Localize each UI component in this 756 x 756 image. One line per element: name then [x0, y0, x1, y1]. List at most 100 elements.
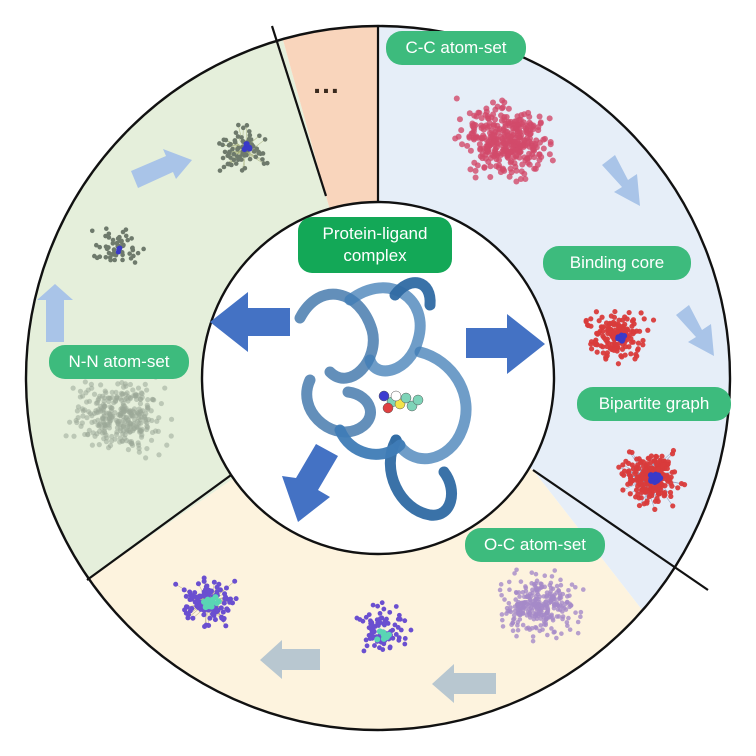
atom-dot — [629, 323, 635, 329]
atom-dot — [625, 460, 632, 467]
atom-dot — [247, 156, 253, 162]
atom-dot — [521, 601, 526, 606]
atom-dot — [508, 605, 513, 610]
atom-dot — [540, 136, 547, 143]
atom-dot — [477, 135, 484, 142]
atom-dot — [484, 113, 491, 120]
atom-dot — [95, 417, 101, 423]
atom-dot — [527, 130, 534, 137]
arrow-binding-to-bipartite — [676, 305, 714, 356]
atom-dot — [521, 137, 528, 144]
atom-dot — [120, 384, 127, 390]
atom-dot — [653, 453, 659, 460]
more-sets-ellipsis: … — [312, 68, 341, 99]
atom-dot — [515, 627, 521, 633]
atom-dot — [575, 630, 581, 636]
atom-dot — [135, 440, 141, 446]
atom-dot — [497, 587, 503, 593]
atom-dot — [402, 641, 408, 647]
atom-dot — [395, 616, 401, 622]
atom-dot — [75, 414, 81, 421]
atom-dot — [112, 257, 117, 263]
atom-dot — [89, 419, 95, 425]
atom-dot — [653, 460, 660, 467]
atom-dot — [77, 394, 83, 400]
atom-dot — [542, 584, 548, 590]
atom-dot — [635, 340, 642, 346]
atom-dot — [664, 465, 670, 472]
atom-dot — [517, 176, 524, 183]
atom-dot — [544, 616, 549, 621]
atom-dot — [511, 616, 517, 621]
atom-dot — [620, 462, 626, 468]
atom-dot — [611, 347, 617, 353]
atom-dot — [635, 347, 641, 353]
atom-dot — [505, 105, 512, 112]
atom-dot — [222, 149, 228, 155]
atom-dot — [675, 485, 681, 491]
atom-dot — [254, 146, 260, 152]
center-label-line1: Protein-ligand — [322, 224, 428, 243]
atom-dot — [392, 622, 398, 628]
atom-dot — [487, 133, 494, 140]
atom-dot — [86, 398, 93, 404]
atom-dot — [235, 134, 241, 139]
atom-dot — [97, 408, 104, 414]
atom-dot — [257, 133, 262, 139]
atom-dot — [533, 593, 539, 599]
atom-dot — [560, 616, 565, 622]
atom-dot — [125, 447, 132, 453]
atom-dot — [108, 257, 113, 263]
atom-dot — [103, 233, 108, 239]
binding-core-cluster — [583, 308, 657, 367]
atom-dot — [190, 615, 196, 621]
atom-dot — [527, 121, 534, 128]
atom-dot — [467, 147, 474, 154]
atom-dot — [168, 416, 175, 422]
atom-dot — [84, 415, 90, 421]
atom-dot — [507, 138, 514, 145]
atom-dot — [378, 616, 383, 621]
atom-dot — [645, 455, 651, 461]
atom-dot — [533, 625, 538, 630]
atom-dot — [499, 612, 505, 617]
atom-dot — [100, 415, 106, 422]
atom-dot — [113, 389, 119, 395]
atom-dot — [387, 645, 393, 651]
atom-dot — [547, 138, 554, 145]
atom-dot — [162, 385, 168, 391]
atom-dot — [610, 321, 616, 327]
atom-dot — [393, 604, 399, 609]
atom-dot — [636, 328, 643, 334]
atom-dot — [566, 615, 571, 621]
atom-dot — [396, 637, 402, 643]
atom-dot — [128, 256, 134, 261]
atom-dot — [201, 593, 207, 599]
atom-dot — [204, 596, 211, 603]
binding-core-label: Binding core — [543, 246, 691, 280]
atom-dot — [232, 578, 238, 584]
ligand-atom — [400, 392, 412, 404]
atom-dot — [471, 159, 478, 166]
atom-dot — [669, 451, 676, 457]
atom-dot — [636, 495, 642, 501]
atom-dot — [626, 344, 632, 350]
atom-dot — [262, 137, 268, 142]
atom-dot — [228, 155, 233, 160]
atom-dot — [554, 602, 560, 607]
atom-dot — [527, 597, 533, 602]
nn-sparse-ligand — [115, 245, 123, 255]
arrow-down-left — [282, 444, 338, 522]
atom-dot — [117, 245, 123, 251]
atom-dot — [115, 236, 121, 241]
atom-dot — [63, 433, 69, 439]
atom-dot — [374, 636, 381, 643]
atom-dot — [558, 577, 563, 583]
atom-dot — [114, 240, 120, 246]
protein-ribbon — [334, 424, 406, 460]
atom-dot — [369, 630, 375, 636]
atom-dot — [214, 584, 220, 590]
atom-dot — [233, 161, 239, 166]
atom-dot — [506, 173, 513, 180]
atom-dot — [554, 635, 559, 641]
